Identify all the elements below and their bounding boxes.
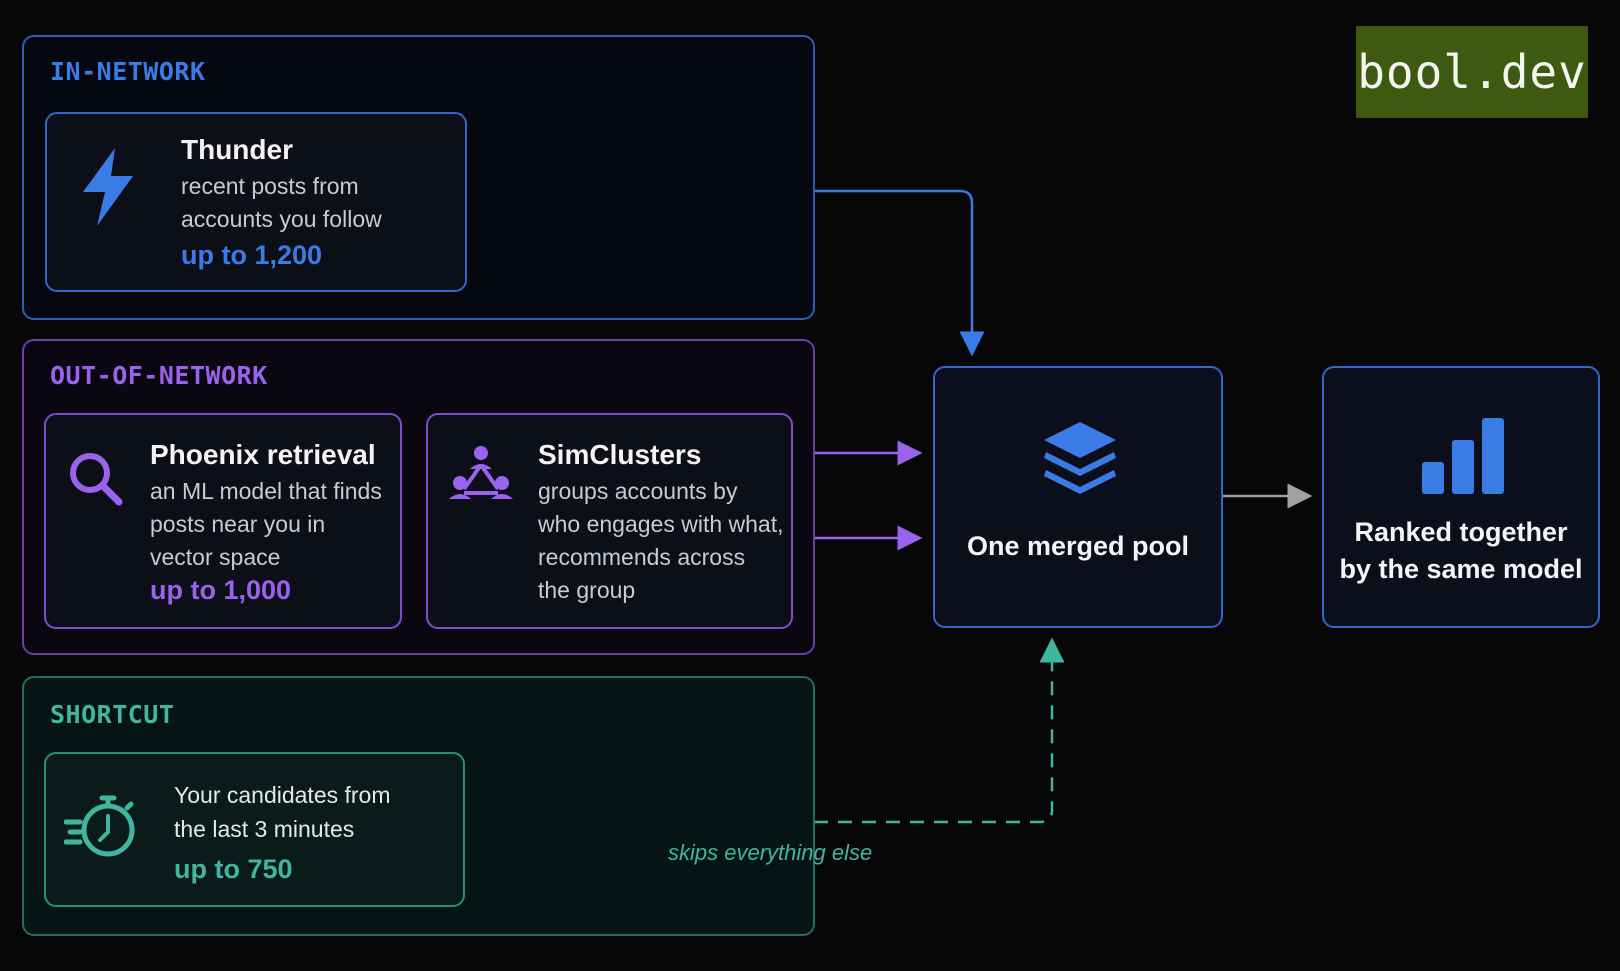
brand-logo: bool.dev xyxy=(1356,26,1588,118)
recent-desc-line: Your candidates from xyxy=(174,782,391,808)
simclusters-desc-line: who engages with what, xyxy=(538,511,784,537)
thunder-card[interactable]: Thunder recent posts from accounts you f… xyxy=(45,112,467,292)
phoenix-description: an ML model that finds posts near you in… xyxy=(150,475,382,574)
ranking-title: Ranked together by the same model xyxy=(1324,514,1598,588)
phoenix-card[interactable]: Phoenix retrieval an ML model that finds… xyxy=(44,413,402,629)
phoenix-count: up to 1,000 xyxy=(150,575,292,605)
simclusters-desc-line: groups accounts by xyxy=(538,478,738,504)
simclusters-desc-line: recommends across xyxy=(538,544,746,570)
ranking-title-line: by the same model xyxy=(1339,554,1583,584)
thunder-to-pool-arrow xyxy=(467,189,985,357)
shortcut-to-pool-arrow xyxy=(478,637,1065,824)
ranking-card[interactable]: Ranked together by the same model xyxy=(1322,366,1600,628)
thunder-count: up to 1,200 xyxy=(181,240,323,270)
phoenix-desc-line: an ML model that finds xyxy=(150,478,382,504)
simclusters-desc-line: the group xyxy=(538,577,636,603)
lightning-icon xyxy=(83,148,133,226)
phoenix-title: Phoenix retrieval xyxy=(150,439,376,470)
recent-count: up to 750 xyxy=(174,854,293,884)
thunder-description: recent posts from accounts you follow xyxy=(181,170,382,236)
recent-description: Your candidates from the last 3 minutes xyxy=(174,778,391,846)
simclusters-title: SimClusters xyxy=(538,439,702,470)
bar-chart-icon xyxy=(1422,418,1504,494)
layers-icon xyxy=(1044,422,1116,494)
search-icon xyxy=(70,453,123,506)
merged-pool-card[interactable]: One merged pool xyxy=(933,366,1223,628)
recent-candidates-card[interactable]: Your candidates from the last 3 minutes … xyxy=(44,752,465,907)
cluster-icon xyxy=(449,446,513,499)
in-network-label: IN-NETWORK xyxy=(50,57,206,86)
merged-pool-title: One merged pool xyxy=(966,531,1190,561)
stopwatch-icon xyxy=(64,795,135,857)
thunder-title: Thunder xyxy=(181,134,293,165)
recent-desc-line: the last 3 minutes xyxy=(174,816,355,842)
shortcut-label: SHORTCUT xyxy=(50,700,175,729)
phoenix-desc-line: vector space xyxy=(150,544,281,570)
skip-note: skips everything else xyxy=(668,840,873,865)
out-of-network-label: OUT-OF-NETWORK xyxy=(50,361,268,390)
simclusters-card[interactable]: SimClusters groups accounts by who engag… xyxy=(426,413,793,629)
ranking-title-line: Ranked together xyxy=(1354,517,1568,547)
phoenix-desc-line: posts near you in xyxy=(150,511,326,537)
thunder-desc-line: recent posts from xyxy=(181,173,359,199)
simclusters-description: groups accounts by who engages with what… xyxy=(538,475,784,607)
thunder-desc-line: accounts you follow xyxy=(181,206,382,232)
